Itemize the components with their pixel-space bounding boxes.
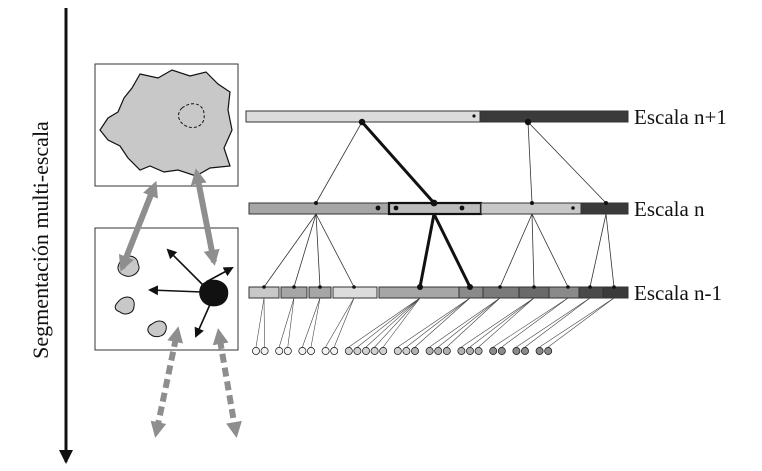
level-label-n-minus-1: Escala n-1 [634,281,722,305]
leaf-edge [461,297,535,348]
leaf-pixel-node [457,347,466,355]
leaf-pixel-node [497,347,506,355]
leaf-edge [516,297,591,348]
pixel-leaves [252,297,615,355]
scale-link-arrow-dashed [150,326,184,438]
leaf-edge [524,297,591,348]
leaf-edge [278,297,295,348]
level-label-n: Escala n [634,197,705,221]
leaf-edge [438,297,501,348]
leaf-pixel-node [425,347,434,355]
leaf-pixel-node [393,347,402,355]
small-region-blob [114,296,135,315]
leaf-edge [287,297,295,348]
leaf-edge [382,297,421,348]
tree-edges [263,121,615,288]
relation-arrow [166,248,207,289]
leaf-edge [310,297,321,348]
leaf-pixel-node [362,347,370,355]
leaf-pixel-node [307,347,315,355]
leaf-pixel-node [474,347,483,355]
leaf-edge [357,297,421,348]
leaf-edge [406,297,471,348]
leaf-edge [548,297,615,348]
level-label-n-plus-1: Escala n+1 [634,105,727,129]
leaf-pixel-node [321,347,330,355]
leaf-edge [333,297,355,348]
leaf-edge [539,297,615,348]
leaf-edge [348,297,421,348]
leaf-edge [365,297,421,348]
leaf-pixel-node [521,347,529,355]
leaf-pixel-node [298,347,307,355]
leaf-edge [429,297,501,348]
leaf-pixel-node [275,347,284,355]
leaf-pixel-node [434,347,443,355]
leaf-edge [493,297,569,348]
leaf-pixel-node [283,347,292,355]
scale-axis-label: Segmentación multi-escala [28,121,53,359]
scale-link-arrow [190,168,220,266]
relation-arrow [194,299,213,338]
leaf-pixel-node [252,347,260,355]
leaf-edge [469,297,535,348]
leaf-pixel-node [330,347,339,355]
leaf-edge [501,297,569,348]
leaf-pixel-node [353,347,362,355]
leaf-pixel-node [442,347,451,355]
leaf-edge [255,297,265,348]
large-region-hole [178,103,205,128]
leaf-pixel-node [544,347,553,355]
relation-arrow [148,285,203,296]
leaf-pixel-node [489,347,498,355]
leaf-edge [478,297,535,348]
leaf-pixel-node [260,347,269,355]
leaf-edge [263,297,265,348]
leaf-pixel-node [379,347,388,355]
leaf-pixel-node [466,347,474,355]
leaf-edge [374,297,421,348]
scale-link-arrow-dashed [212,328,242,438]
scale-link-arrow [118,180,158,272]
leaf-pixel-node [370,347,379,355]
relation-arrow [205,267,234,283]
leaf-edge [325,297,355,348]
highlighted-path [360,121,472,288]
level-bar-n [248,199,629,216]
leaf-pixel-node [344,347,353,355]
leaf-edge [302,297,321,348]
leaf-pixel-node [411,347,419,355]
leaf-edge [446,297,501,348]
leaf-edge [397,297,471,348]
level-bar-n-plus-1 [245,110,629,126]
central-region-blob [199,279,229,307]
level-bar-n-minus-1 [248,284,629,299]
leaf-pixel-node [512,347,521,355]
leaf-pixel-node [535,347,544,355]
leaf-pixel-node [402,347,411,355]
large-region-blob [99,69,233,177]
leaf-edge [414,297,471,348]
